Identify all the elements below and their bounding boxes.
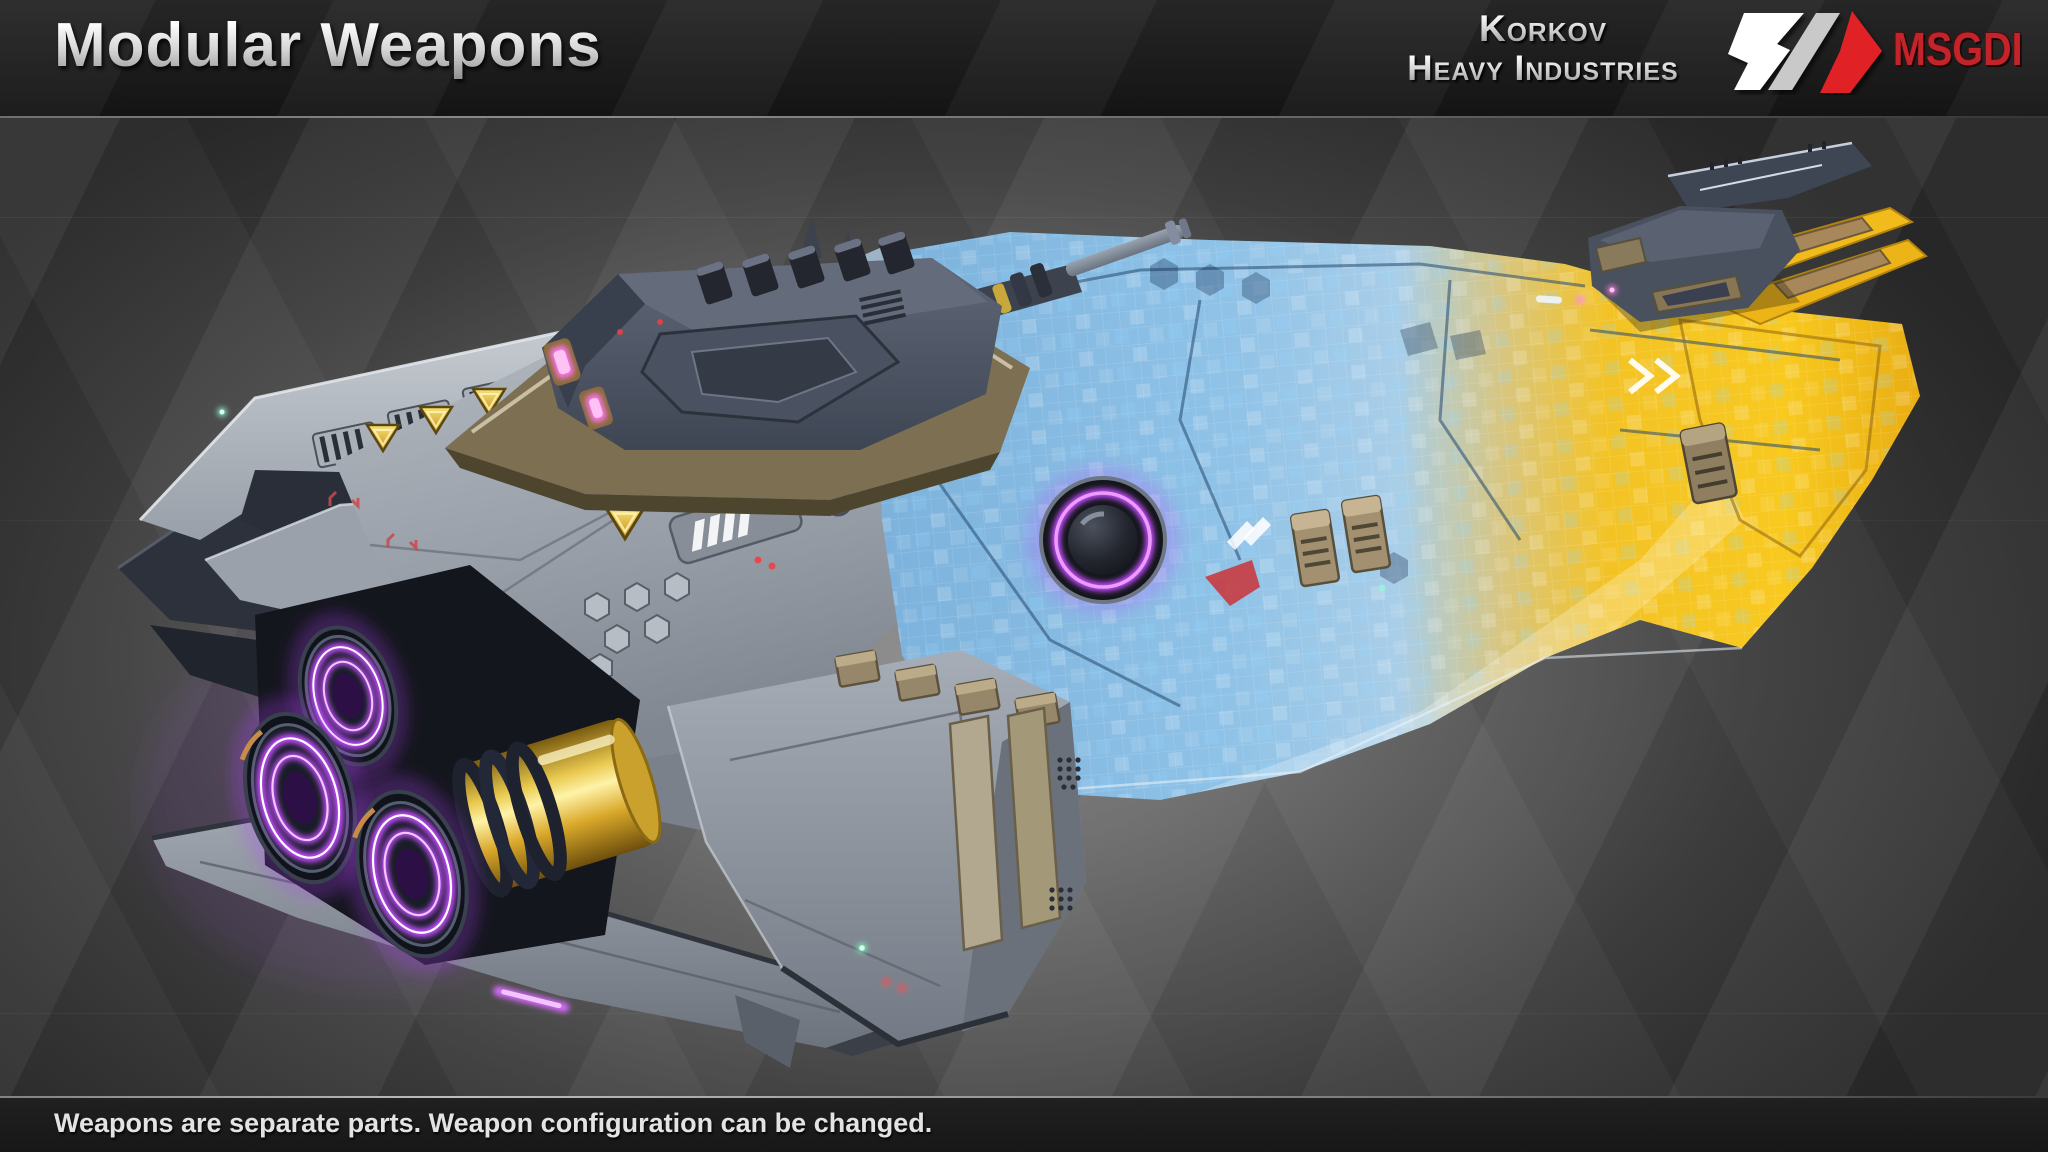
red-status-light: [898, 984, 906, 992]
korkov-slash-logo-icon: [1728, 11, 1882, 93]
brand-block: Korkov Heavy Industries: [1378, 8, 1708, 89]
clamp-blocks: [1289, 422, 1738, 588]
header-bar: Modular Weapons Korkov Heavy Industries …: [0, 0, 2048, 116]
page-title: Modular Weapons: [54, 11, 602, 80]
brand-subtitle: Heavy Industries: [1378, 49, 1708, 88]
logo-red-shape: [1820, 11, 1882, 93]
red-decal: [1205, 560, 1260, 606]
engine-bay: [230, 565, 662, 974]
turret-vents: [859, 289, 906, 326]
logo-silver-slash: [1768, 13, 1840, 90]
footer-bar: Weapons are separate parts. Weapon confi…: [0, 1098, 2048, 1152]
keel-panel: [666, 649, 1086, 1048]
logo-white-shape: [1728, 13, 1804, 90]
gold-engine: [452, 717, 662, 898]
engine-nozzle: [230, 696, 370, 900]
main-turret: [445, 218, 1192, 516]
hex-bolts: [584, 571, 690, 684]
purple-port: [1025, 466, 1181, 614]
yellow-chevrons: [1628, 357, 1681, 395]
rear-turret: [1588, 141, 1872, 332]
engine-nozzle: [342, 774, 482, 974]
turret-slots: [696, 231, 915, 305]
brand-name: Korkov: [1378, 8, 1708, 49]
turret-pink-lights: [543, 338, 613, 430]
footer-caption: Weapons are separate parts. Weapon confi…: [54, 1108, 933, 1138]
red-status-light: [882, 978, 890, 986]
bronze-rails: [834, 649, 1062, 952]
vent-dots: [1049, 757, 1081, 911]
footer-divider: [0, 1096, 2048, 1098]
header-divider: [0, 116, 2048, 118]
publisher-logo: MSGDI: [1893, 23, 2023, 75]
white-chevron-decal: [1227, 517, 1271, 550]
